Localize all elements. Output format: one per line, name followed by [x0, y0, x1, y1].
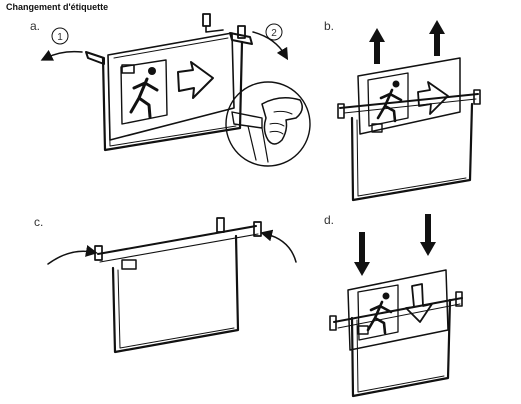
frame-c [111, 234, 240, 354]
panel-d: d. [324, 213, 463, 398]
rail-b [339, 93, 479, 109]
rail-d [333, 297, 463, 323]
running-man-icon [367, 72, 409, 127]
arrow-up-icon [369, 20, 445, 64]
callout-2: 2 [265, 23, 283, 41]
running-man-icon [357, 284, 399, 341]
svg-text:2: 2 [271, 28, 277, 39]
frame-a [101, 40, 244, 152]
arrow-down-icon [354, 214, 436, 276]
release-arrow-1 [40, 49, 83, 61]
panel-c: c. [34, 215, 297, 354]
panel-b: b. [324, 19, 481, 202]
frame-b [350, 102, 474, 202]
sign-panel-d [347, 269, 449, 351]
release-arrow-2 [252, 31, 289, 61]
frame-d [350, 298, 452, 398]
hand-icon [261, 97, 303, 145]
sign-panel-b [357, 57, 461, 135]
arrow-right-icon [177, 61, 214, 99]
callout-1: 1 [51, 27, 69, 45]
arrow-down-sign-icon [405, 283, 433, 323]
svg-text:1: 1 [57, 32, 63, 43]
step-label-a: a. [30, 19, 40, 33]
rail-c [97, 225, 257, 255]
running-man-icon [120, 59, 168, 125]
arrow-right-icon [417, 81, 449, 115]
step-label-c: c. [34, 215, 43, 229]
rail-right-a [229, 32, 253, 45]
close-arrow-2 [260, 229, 297, 263]
rail-left-a [85, 51, 105, 65]
detail-magnifier [225, 81, 311, 167]
panel-a: a. 1 2 [30, 13, 311, 167]
step-label-b: b. [324, 19, 334, 33]
page-title: Changement d'étiquette [6, 2, 109, 12]
close-arrow-1 [47, 245, 98, 265]
sign-panel-a [107, 32, 235, 141]
step-label-d: d. [324, 213, 334, 227]
